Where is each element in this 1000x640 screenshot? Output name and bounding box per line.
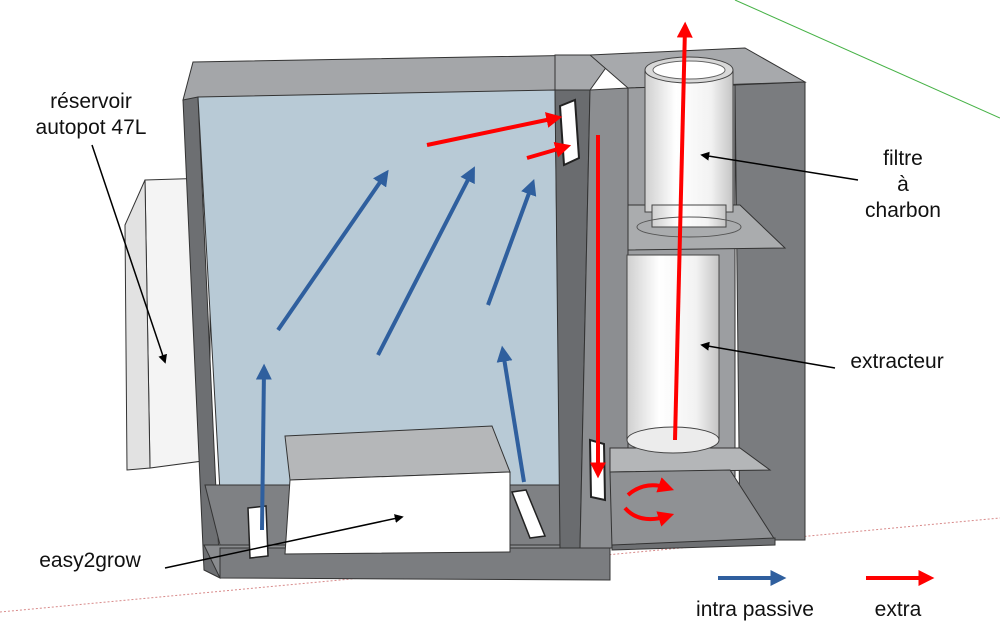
legend: intra passive extra <box>696 578 928 621</box>
extractor <box>627 255 719 453</box>
label-filter-line2: à <box>897 173 909 196</box>
label-filter-line3: charbon <box>865 199 941 222</box>
right-side-wall <box>735 82 805 540</box>
label-reservoir-line2: autopot 47L <box>36 116 147 139</box>
label-easy2grow: easy2grow <box>39 549 141 572</box>
legend-passive-label: intra passive <box>696 598 814 621</box>
label-reservoir-line1: réservoir <box>50 90 132 113</box>
legend-extra-label: extra <box>875 598 922 621</box>
vent-upper <box>560 100 579 165</box>
label-filter-line1: filtre <box>883 147 923 170</box>
label-extractor: extracteur <box>850 350 943 373</box>
carbon-filter <box>637 57 741 237</box>
passive-arrow-4 <box>262 370 264 530</box>
